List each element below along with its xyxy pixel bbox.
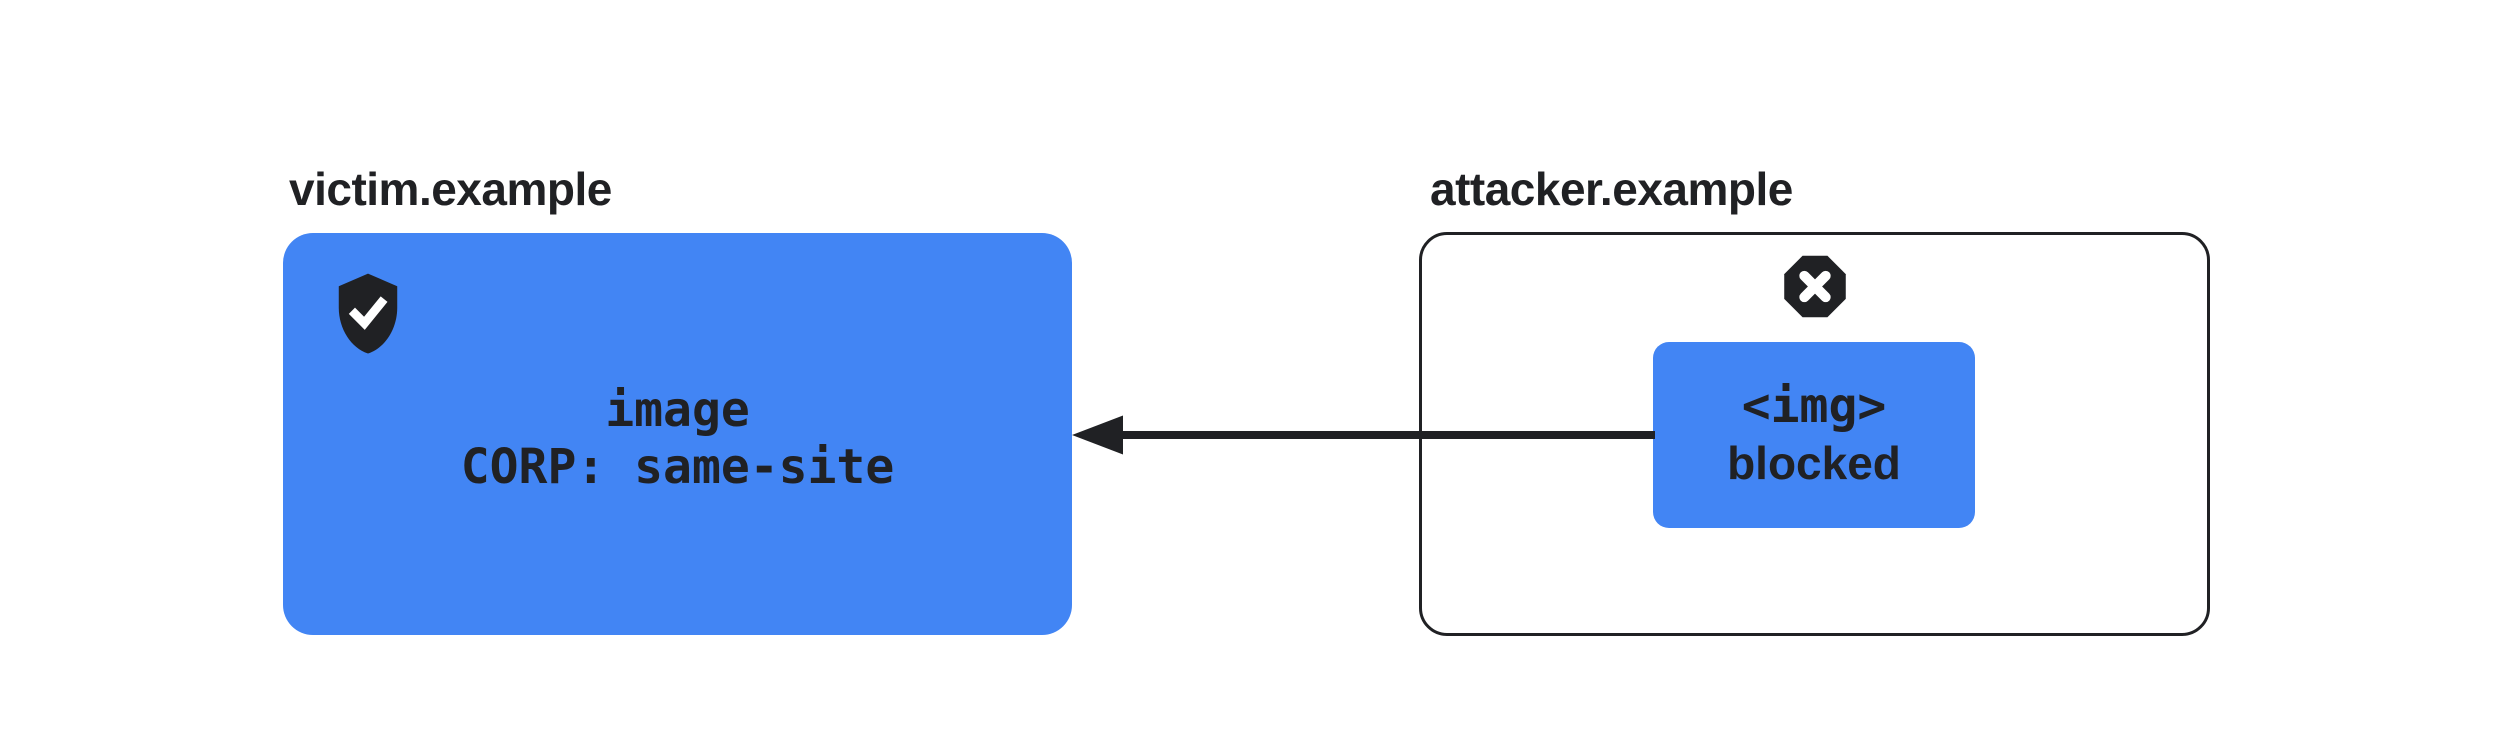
shield-check-icon: [329, 271, 407, 360]
corp-header-label: CORP: same-site: [460, 439, 895, 495]
victim-resource-text: image CORP: same-site: [283, 233, 1072, 635]
blocked-x-octagon-icon: [1779, 251, 1850, 322]
blocked-request-box: <img> blocked: [1653, 342, 1975, 528]
blocked-request-text: <img> blocked: [1653, 342, 1975, 528]
victim-resource-box: image CORP: same-site: [283, 233, 1072, 635]
cross-origin-request-arrow: [1072, 415, 1655, 455]
img-tag-label: <img>: [1741, 378, 1887, 434]
attacker-site-title: attacker.example: [1430, 163, 1793, 215]
attacker-site-box: <img> blocked: [1419, 232, 2210, 636]
resource-type-label: image: [605, 382, 750, 438]
victim-site-title: victim.example: [289, 163, 612, 215]
blocked-label: blocked: [1727, 437, 1901, 489]
